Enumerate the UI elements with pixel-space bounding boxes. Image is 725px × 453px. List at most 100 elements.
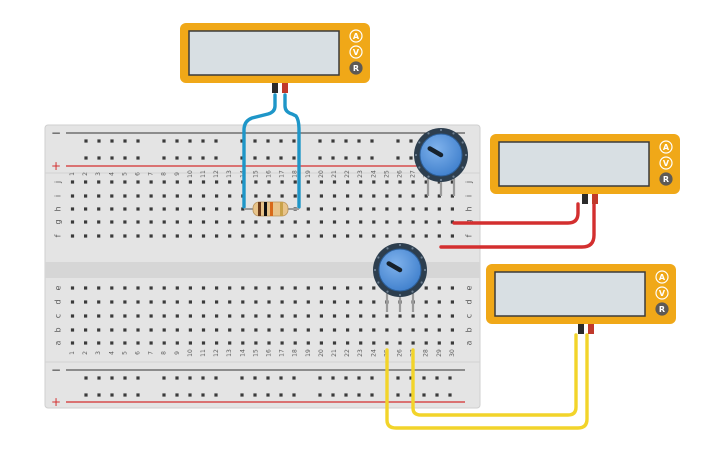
breadboard-hole[interactable]: [162, 180, 166, 184]
breadboard-hole[interactable]: [359, 234, 363, 238]
breadboard-hole[interactable]: [70, 286, 75, 290]
rail-hole[interactable]: [331, 376, 335, 380]
breadboard-hole[interactable]: [123, 207, 127, 211]
resistor[interactable]: [244, 201, 299, 217]
rail-hole[interactable]: [253, 376, 257, 380]
rail-hole[interactable]: [240, 156, 244, 160]
breadboard-hole[interactable]: [437, 180, 441, 184]
breadboard-hole[interactable]: [162, 314, 166, 318]
rail-hole[interactable]: [396, 393, 400, 397]
mode-button-r[interactable]: R: [659, 172, 673, 186]
rail-hole[interactable]: [136, 139, 140, 143]
breadboard-hole[interactable]: [372, 220, 376, 224]
breadboard-hole[interactable]: [450, 300, 454, 304]
breadboard-hole[interactable]: [97, 220, 101, 224]
breadboard-hole[interactable]: [149, 207, 153, 211]
breadboard-hole[interactable]: [188, 180, 192, 184]
breadboard-hole[interactable]: [280, 286, 284, 290]
breadboard-hole[interactable]: [97, 194, 101, 198]
breadboard-hole[interactable]: [346, 194, 350, 198]
breadboard-hole[interactable]: [306, 341, 310, 345]
breadboard-hole[interactable]: [201, 194, 206, 198]
breadboard-hole[interactable]: [411, 180, 415, 184]
breadboard-hole[interactable]: [385, 328, 389, 332]
rail-hole[interactable]: [175, 139, 179, 143]
breadboard-hole[interactable]: [359, 194, 363, 198]
rail-hole[interactable]: [344, 139, 348, 143]
breadboard-hole[interactable]: [280, 194, 284, 198]
rail-hole[interactable]: [253, 139, 257, 143]
breadboard-hole[interactable]: [241, 286, 245, 290]
breadboard-hole[interactable]: [84, 220, 88, 224]
breadboard-hole[interactable]: [346, 314, 350, 318]
breadboard-hole[interactable]: [306, 300, 310, 304]
rail-hole[interactable]: [370, 139, 374, 143]
probe-terminal-red[interactable]: [282, 83, 288, 93]
rail-hole[interactable]: [344, 376, 348, 380]
breadboard-hole[interactable]: [424, 314, 428, 318]
breadboard-hole[interactable]: [70, 234, 75, 238]
breadboard-hole[interactable]: [175, 180, 179, 184]
breadboard-hole[interactable]: [385, 314, 389, 318]
rail-hole[interactable]: [435, 376, 439, 380]
potentiometer-lower[interactable]: [373, 243, 427, 312]
rail-hole[interactable]: [279, 156, 283, 160]
rail-hole[interactable]: [162, 393, 166, 397]
breadboard-hole[interactable]: [188, 234, 192, 238]
rail-hole[interactable]: [214, 156, 218, 160]
breadboard-hole[interactable]: [228, 341, 232, 345]
breadboard-hole[interactable]: [149, 341, 153, 345]
rail-hole[interactable]: [331, 139, 335, 143]
breadboard-hole[interactable]: [136, 220, 140, 224]
rail-hole[interactable]: [136, 156, 140, 160]
rail-hole[interactable]: [240, 376, 244, 380]
breadboard-hole[interactable]: [215, 234, 219, 238]
rail-hole[interactable]: [110, 393, 114, 397]
rail-hole[interactable]: [240, 393, 244, 397]
probe-terminal-black[interactable]: [578, 324, 584, 334]
rail-hole[interactable]: [175, 393, 179, 397]
breadboard-hole[interactable]: [398, 207, 402, 211]
breadboard-hole[interactable]: [424, 341, 428, 345]
breadboard-hole[interactable]: [398, 234, 402, 238]
rail-hole[interactable]: [370, 376, 374, 380]
rail-hole[interactable]: [357, 393, 361, 397]
breadboard-hole[interactable]: [97, 207, 101, 211]
breadboard-hole[interactable]: [437, 207, 441, 211]
breadboard-hole[interactable]: [123, 328, 127, 332]
breadboard-hole[interactable]: [123, 194, 127, 198]
breadboard-hole[interactable]: [84, 194, 88, 198]
breadboard-hole[interactable]: [319, 314, 323, 318]
breadboard-hole[interactable]: [162, 300, 166, 304]
breadboard-hole[interactable]: [110, 180, 114, 184]
breadboard-hole[interactable]: [346, 300, 350, 304]
breadboard-hole[interactable]: [110, 207, 114, 211]
breadboard-hole[interactable]: [149, 328, 153, 332]
breadboard-hole[interactable]: [359, 220, 363, 224]
breadboard-hole[interactable]: [319, 207, 323, 211]
breadboard-hole[interactable]: [110, 234, 114, 238]
breadboard-hole[interactable]: [398, 341, 402, 345]
breadboard-hole[interactable]: [123, 180, 127, 184]
rail-hole[interactable]: [448, 393, 452, 397]
breadboard-hole[interactable]: [136, 328, 140, 332]
breadboard-hole[interactable]: [149, 180, 153, 184]
breadboard-hole[interactable]: [175, 234, 179, 238]
breadboard-hole[interactable]: [228, 286, 232, 290]
rail-hole[interactable]: [123, 156, 127, 160]
breadboard-hole[interactable]: [332, 314, 337, 318]
breadboard-hole[interactable]: [450, 314, 454, 318]
breadboard-hole[interactable]: [84, 328, 88, 332]
breadboard-hole[interactable]: [359, 341, 363, 345]
breadboard-hole[interactable]: [97, 300, 101, 304]
breadboard-hole[interactable]: [346, 286, 350, 290]
breadboard-hole[interactable]: [437, 286, 441, 290]
breadboard-hole[interactable]: [175, 314, 179, 318]
breadboard-hole[interactable]: [123, 220, 127, 224]
breadboard-hole[interactable]: [254, 314, 258, 318]
breadboard-hole[interactable]: [188, 300, 192, 304]
breadboard-hole[interactable]: [306, 180, 310, 184]
breadboard-hole[interactable]: [359, 207, 363, 211]
breadboard-hole[interactable]: [228, 194, 232, 198]
rail-hole[interactable]: [110, 156, 114, 160]
